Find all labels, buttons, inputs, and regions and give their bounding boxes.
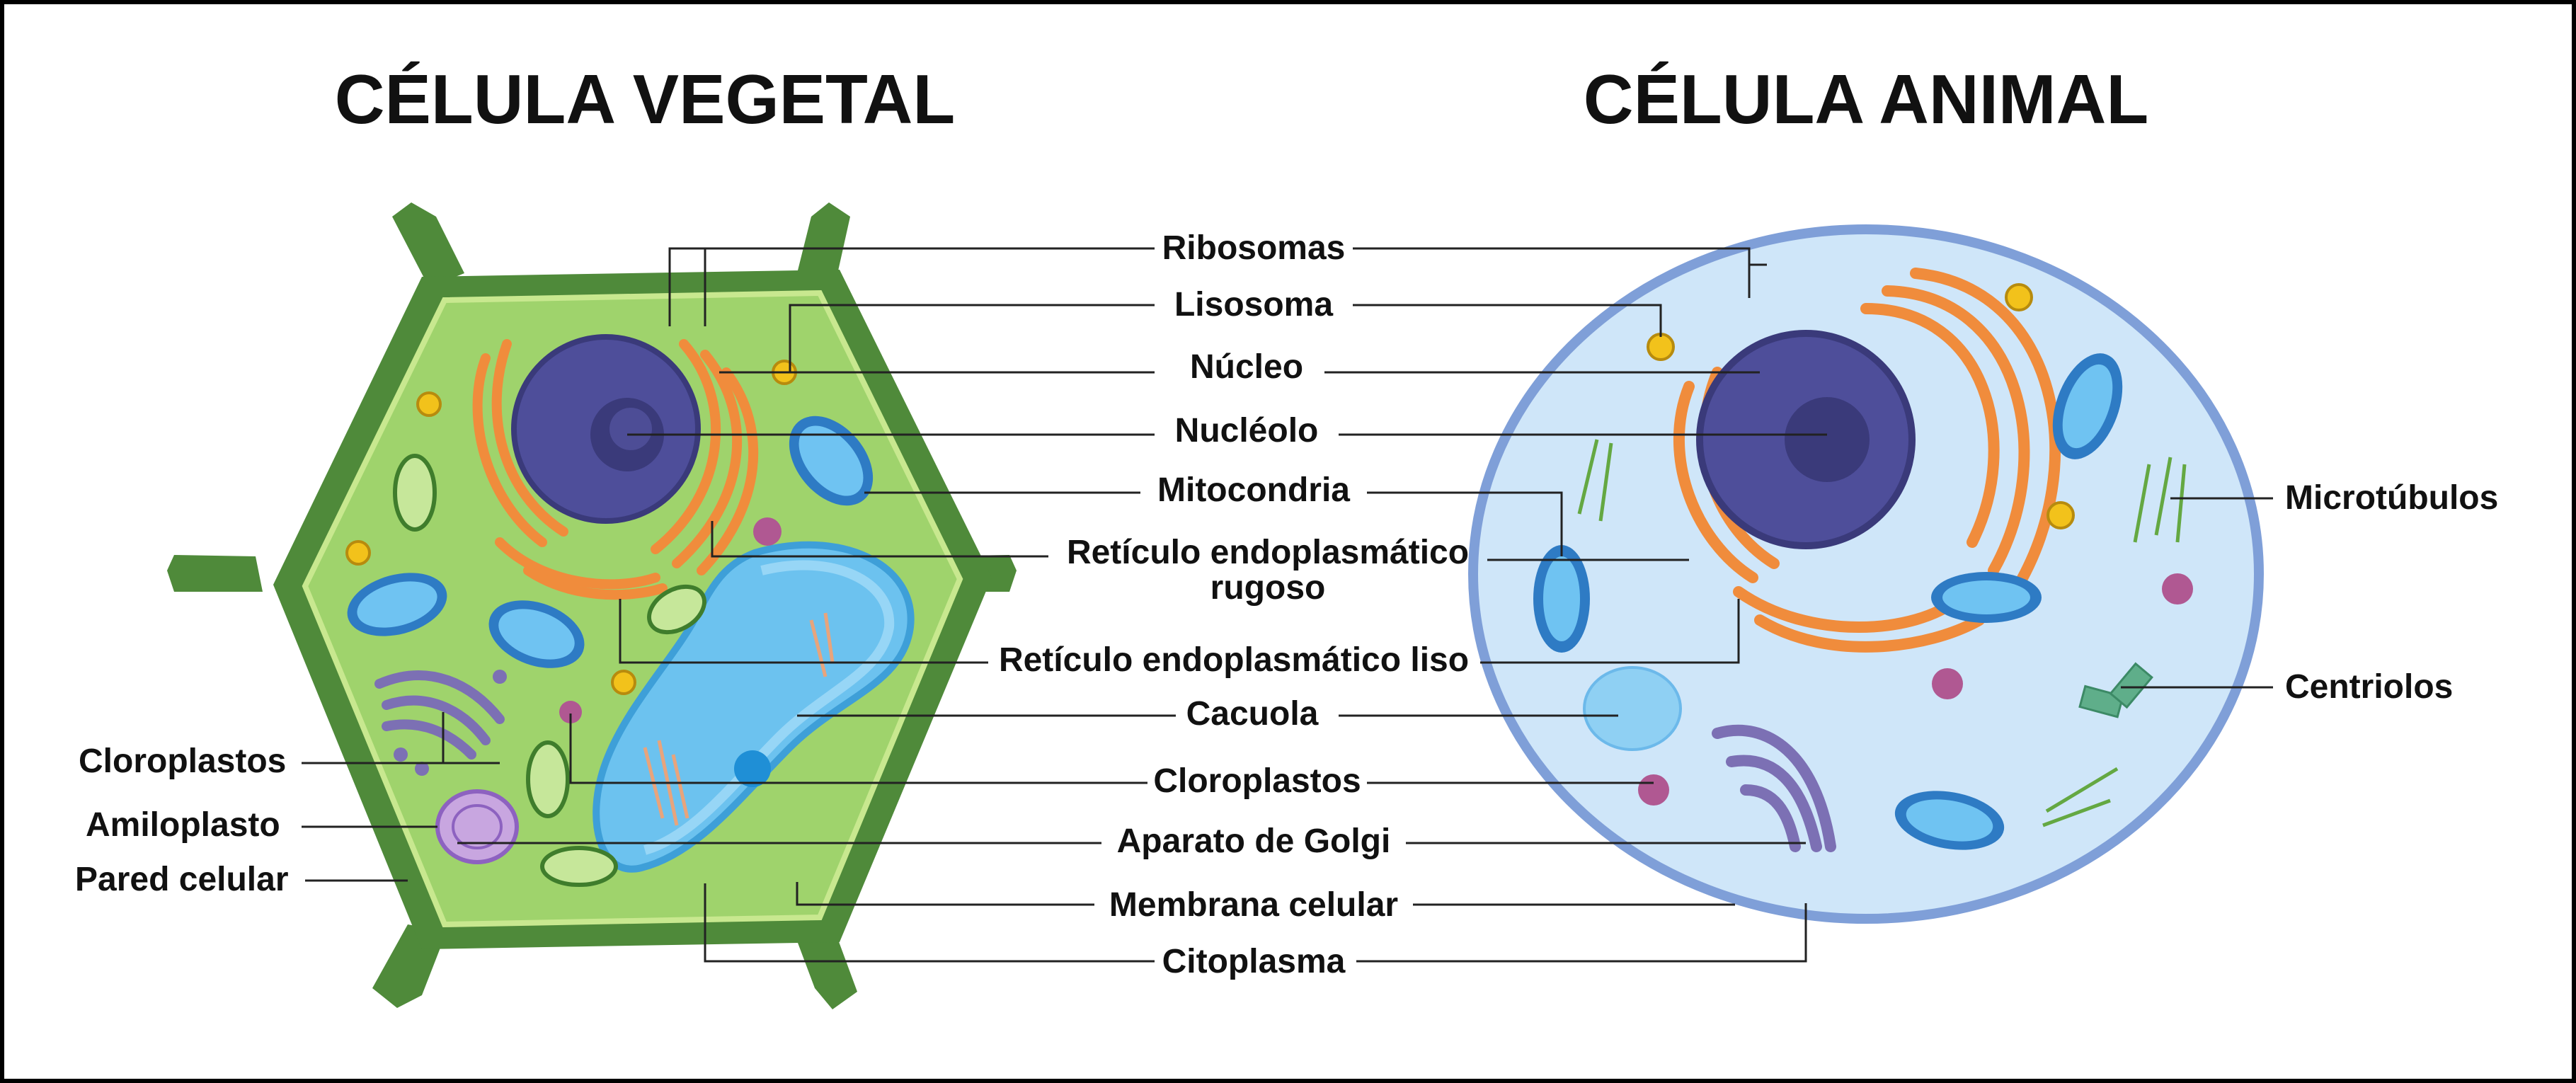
label-rel: Retículo endoplasmático liso [999, 641, 1469, 679]
label-rer-line2: rugoso [1210, 569, 1326, 607]
plant-vacuole [593, 541, 915, 873]
label-centriolos: Centriolos [2285, 668, 2453, 706]
cell-diagram: CÉLULA VEGETAL CÉLULA ANIMAL [75, 60, 2498, 1009]
label-cloroplastos-left: Cloroplastos [79, 743, 286, 780]
plant-amyloplast [435, 789, 519, 864]
vacuole-spot [734, 750, 771, 787]
leader-lines [302, 247, 2273, 963]
animal-nucleolus [1785, 397, 1870, 482]
animal-mitochondria [1533, 353, 2123, 850]
plant-chloroplasts [393, 454, 706, 887]
animal-cell [1468, 224, 2264, 924]
animal-cell-title: CÉLULA ANIMAL [1584, 60, 2148, 138]
plant-cell-title: CÉLULA VEGETAL [335, 60, 956, 138]
label-mitocondria: Mitocondria [1157, 471, 1350, 509]
animal-lysosomes [1647, 283, 2075, 529]
animal-membrane [1468, 224, 2264, 924]
plant-cell [167, 202, 1017, 1009]
animal-golgi [1712, 724, 1836, 852]
animal-microtubules [1577, 439, 2187, 827]
labels: Ribosomas Lisosoma Núcleo Nucléolo Mitoc… [75, 229, 2498, 980]
plant-rough-er [472, 339, 759, 600]
label-amiloplasto: Amiloplasto [86, 806, 280, 844]
label-cloroplastos-center: Cloroplastos [1153, 762, 1361, 800]
animal-centrioles [2078, 662, 2153, 718]
plant-mitochondria [347, 416, 874, 668]
label-pared: Pared celular [75, 861, 289, 898]
label-membrana: Membrana celular [1109, 886, 1398, 924]
label-ribosomas: Ribosomas [1162, 229, 1346, 267]
label-citoplasma: Citoplasma [1162, 943, 1346, 980]
label-nucleolo: Nucléolo [1175, 412, 1319, 449]
label-lisosoma: Lisosoma [1174, 286, 1333, 323]
diagram-canvas: CÉLULA VEGETAL CÉLULA ANIMAL [4, 4, 2572, 1079]
label-microtubulos: Microtúbulos [2285, 479, 2498, 517]
animal-vacuole [1583, 666, 1682, 751]
label-nucleo: Núcleo [1190, 348, 1303, 386]
plant-golgi [374, 670, 505, 760]
label-rer-line1: Retículo endoplasmático [1067, 534, 1469, 571]
label-cacuola: Cacuola [1186, 695, 1319, 733]
plant-vesicle [753, 517, 782, 546]
label-golgi: Aparato de Golgi [1117, 823, 1391, 860]
